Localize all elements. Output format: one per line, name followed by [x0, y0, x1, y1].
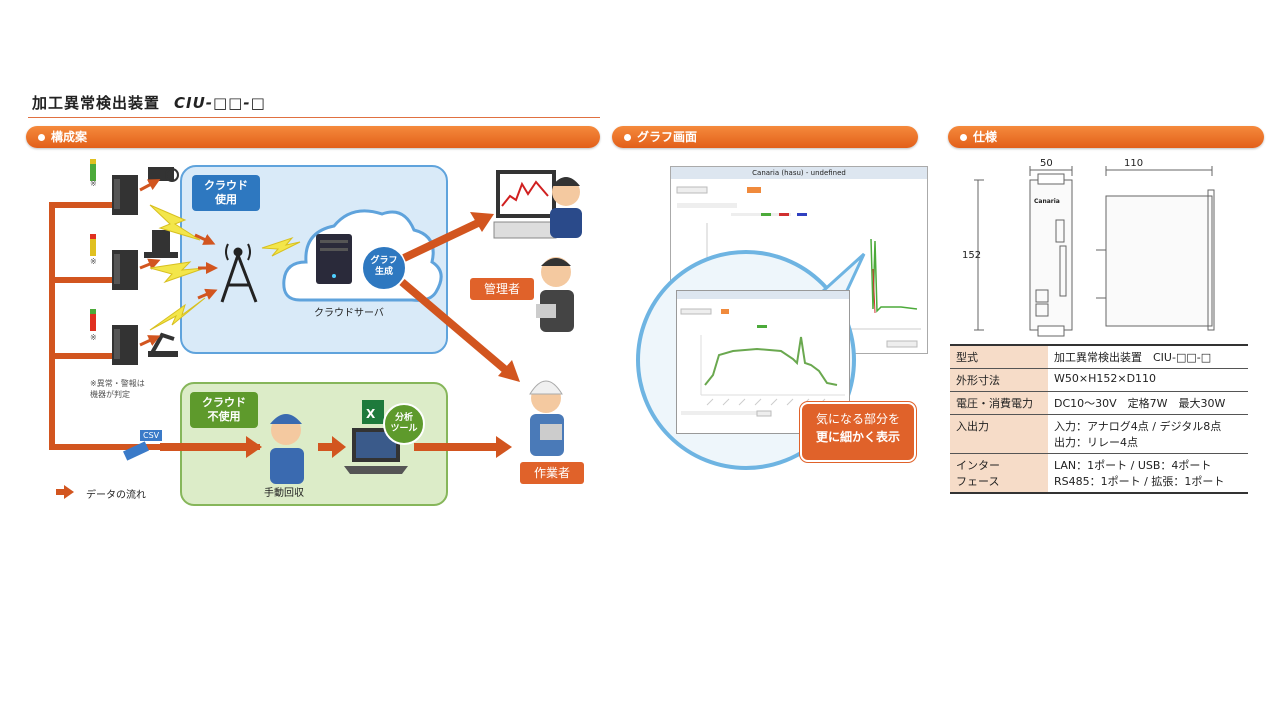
cloud-to-admin-arrow — [402, 212, 494, 262]
model-code: CIU-□□-□ — [174, 94, 266, 112]
graph-gen-badge — [361, 245, 407, 291]
cloud-used-tag-line1: クラウド — [204, 179, 248, 192]
title-divider — [28, 117, 600, 118]
spec-value: 入力：アナログ4点 / デジタル8点出力：リレー4点 — [1048, 414, 1248, 454]
spec-value: W50×H152×D110 — [1048, 368, 1248, 392]
analysis-tool-line1: 分析 — [394, 413, 413, 423]
monitor-icon — [493, 170, 557, 239]
bolt-arrows — [194, 233, 218, 300]
section-graph-label: グラフ画面 — [637, 130, 698, 144]
dim-height: 152 — [962, 250, 982, 261]
device-2 — [90, 230, 178, 290]
device-1 — [90, 159, 179, 215]
callout-line2: 更に細かく表示 — [815, 430, 900, 444]
spec-value: DC10～30V 定格7W 最大30W — [1048, 391, 1248, 415]
title-text: 加工異常検出装置 — [32, 94, 161, 112]
page-title: 加工異常検出装置 CIU-□□-□ — [32, 92, 266, 113]
note-line1: ※異常・警報は — [90, 379, 145, 388]
svg-text:X: X — [366, 407, 376, 421]
cloud-unused-tag-line2: 不使用 — [207, 410, 241, 423]
laptop-icon: X — [344, 400, 408, 474]
spec-value-line: LAN：1ポート / USB：4ポート — [1054, 459, 1212, 472]
section-spec-header: 仕様 — [948, 126, 1264, 148]
graph-window-title: Canaria (hasu) - undefined — [671, 167, 927, 179]
cloud-unused-tag-line1: クラウド — [202, 396, 246, 409]
bullet-icon — [960, 133, 967, 141]
spec-key: 電圧・消費電力 — [950, 391, 1048, 415]
legend-arrow-icon — [56, 485, 74, 499]
spec-key: 入出力 — [950, 414, 1048, 454]
collector-person — [270, 414, 304, 484]
spec-value-line: 入力：アナログ4点 / デジタル8点 — [1054, 420, 1222, 433]
cloud-to-worker-arrow — [399, 278, 520, 382]
device-drawing — [974, 166, 1215, 337]
wireless-bolts — [149, 204, 206, 331]
server-icon — [316, 234, 352, 284]
device-2-mark: ※ — [90, 257, 97, 266]
analysis-tool-badge — [383, 403, 425, 445]
spec-value: LAN：1ポート / USB：4ポート RS485：1ポート / 拡張：1ポート — [1048, 453, 1248, 494]
admin-person-top — [550, 177, 582, 238]
csv-tag: CSV — [140, 430, 163, 441]
bullet-icon — [624, 133, 631, 141]
graph-gen-line1: グラフ — [370, 256, 398, 266]
section-spec-label: 仕様 — [973, 130, 998, 144]
cloud-used-tag-line2: 使用 — [215, 193, 237, 206]
spec-row: 入出力入力：アナログ4点 / デジタル8点出力：リレー4点 — [950, 414, 1248, 454]
cloud-unused-tag: クラウド不使用 — [190, 392, 258, 428]
graph-gen-label: グラフ生成 — [364, 256, 404, 278]
spec-row: 型式加工異常検出装置 CIU-□□-□ — [950, 344, 1248, 369]
graph-gen-line2: 生成 — [374, 267, 393, 277]
section-config-label: 構成案 — [51, 130, 88, 144]
spec-key: インター フェース — [950, 453, 1048, 494]
spec-key: 外形寸法 — [950, 368, 1048, 392]
antenna-icon — [220, 243, 258, 303]
callout-line1: 気になる部分を — [815, 412, 900, 426]
note-line2: 機器が判定 — [90, 390, 130, 399]
manual-arrows — [160, 436, 512, 458]
dim-depth: 110 — [1124, 158, 1144, 169]
judgement-note: ※異常・警報は機器が判定 — [90, 378, 145, 400]
spec-row: インター フェース LAN：1ポート / USB：4ポート RS485：1ポート /… — [950, 453, 1248, 494]
spec-value-line: RS485：1ポート / 拡張：1ポート — [1054, 475, 1225, 488]
manual-collect-label: 手動回収 — [264, 488, 304, 499]
zoom-window-art — [677, 291, 849, 417]
cloud-server-label: クラウドサーバ — [314, 308, 384, 319]
dim-width: 50 — [1040, 158, 1053, 169]
device-brand: Canaria — [1034, 198, 1060, 205]
spec-key: 型式 — [950, 344, 1048, 369]
spec-value-line: 出力：リレー4点 — [1054, 436, 1138, 449]
bullet-icon — [38, 133, 45, 141]
admin-label: 管理者 — [470, 278, 534, 300]
device-3 — [90, 309, 178, 365]
legend-label: データの流れ — [86, 490, 146, 501]
bolt-to-cloud — [261, 236, 301, 257]
analysis-tool-label: 分析ツール — [386, 413, 422, 435]
admin-person — [536, 257, 574, 332]
device-arrows — [139, 179, 161, 347]
analysis-tool-line2: ツール — [390, 424, 418, 434]
section-graph-header: グラフ画面 — [612, 126, 918, 148]
section-config-header: 構成案 — [26, 126, 600, 148]
usb-icon — [123, 441, 149, 461]
worker-person — [529, 380, 564, 456]
device-1-mark: ※ — [90, 179, 97, 188]
worker-label: 作業者 — [520, 462, 584, 484]
zoom-callout: 気になる部分を 更に細かく表示 — [800, 402, 916, 462]
spec-value: 加工異常検出装置 CIU-□□-□ — [1048, 344, 1248, 369]
cloud-used-tag: クラウド使用 — [192, 175, 260, 211]
flow-lines — [49, 202, 260, 450]
device-3-mark: ※ — [90, 333, 97, 342]
